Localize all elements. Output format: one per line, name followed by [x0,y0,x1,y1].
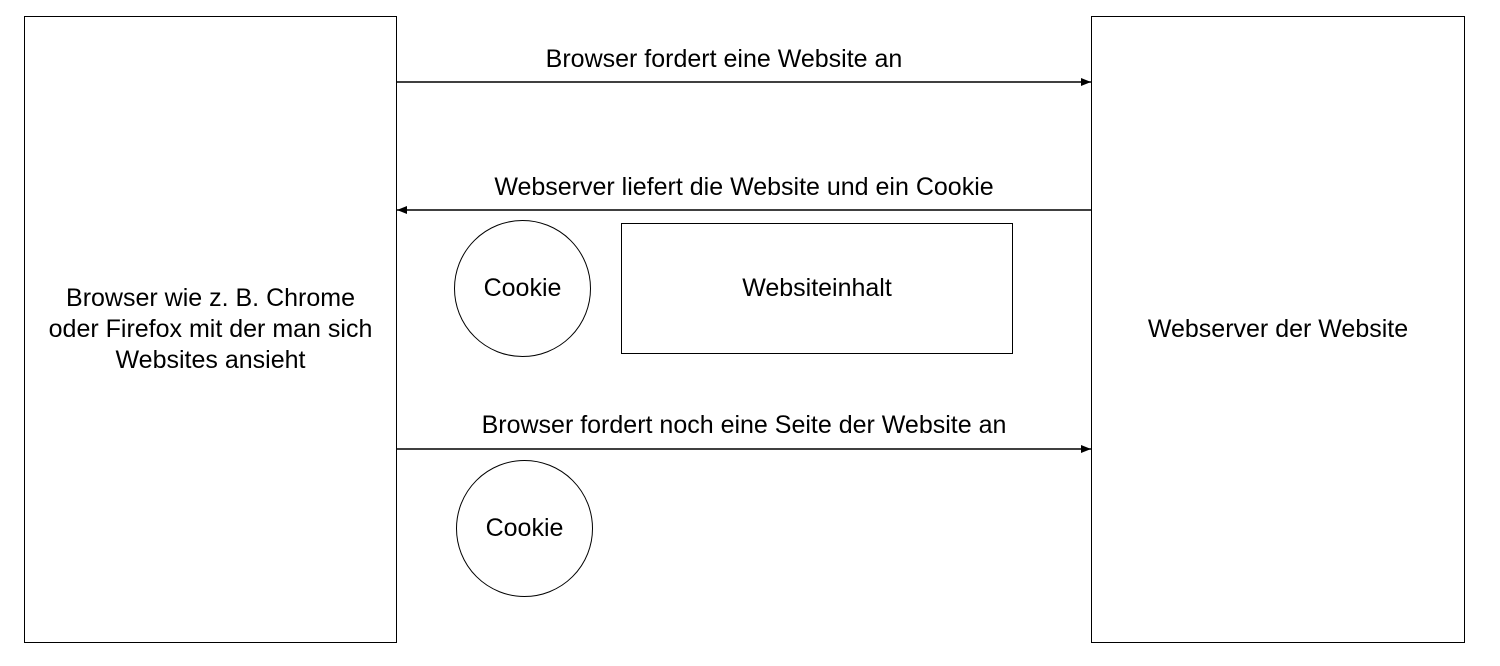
edge-label-response: Webserver liefert die Website und ein Co… [494,173,994,201]
edge-label-request-1: Browser fordert eine Website an [545,45,903,73]
browser-node: Browser wie z. B. Chrome oder Firefox mi… [24,16,397,643]
cookie-node-2: Cookie [456,460,593,597]
browser-node-label: Browser wie z. B. Chrome oder Firefox mi… [48,283,373,375]
webserver-node: Webserver der Website [1091,16,1465,643]
cookie-node-1: Cookie [454,220,591,357]
website-content-label: Websiteinhalt [742,273,892,302]
edge-label-request-2: Browser fordert noch eine Seite der Webs… [481,411,1007,439]
webserver-node-label: Webserver der Website [1147,314,1409,343]
website-content-node: Websiteinhalt [621,223,1013,354]
cookie-node-2-label: Cookie [485,514,564,542]
cookie-node-1-label: Cookie [483,274,562,302]
